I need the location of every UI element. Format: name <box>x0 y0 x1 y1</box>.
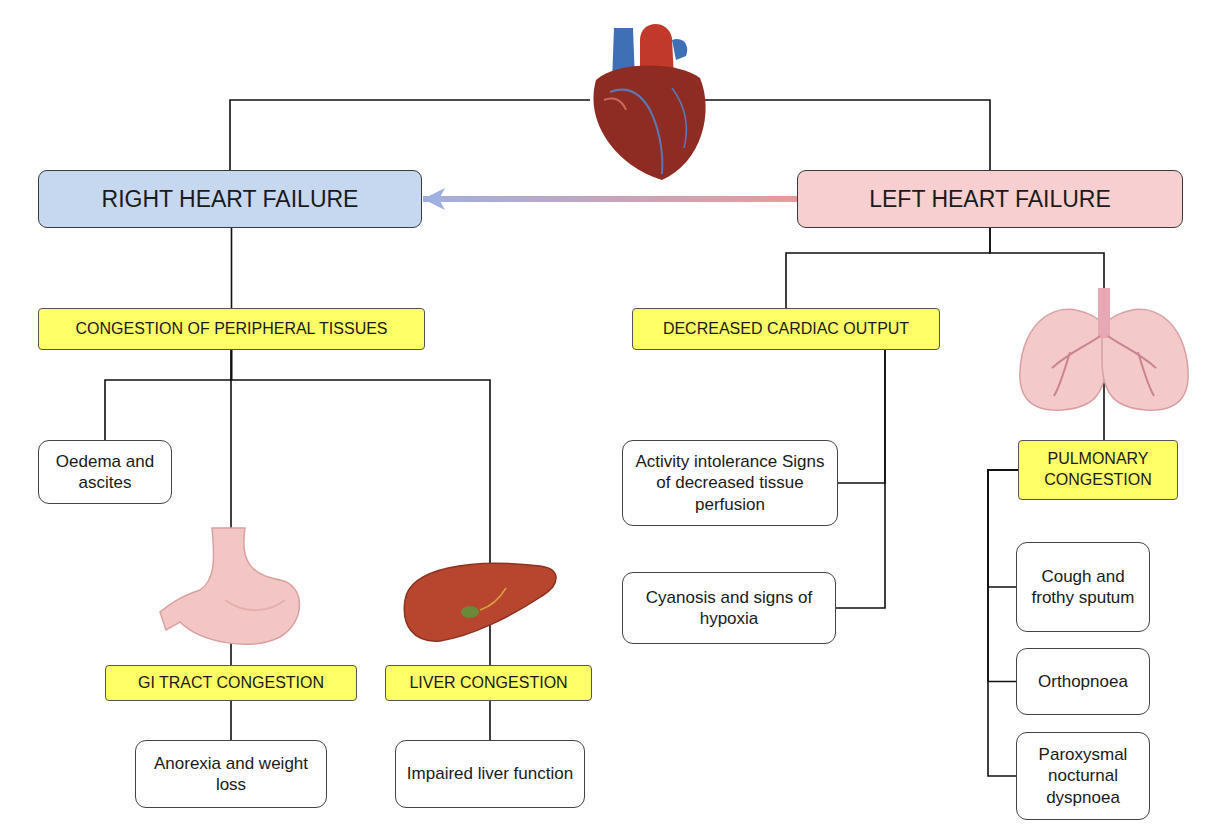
stomach-illustration <box>160 528 300 644</box>
node-label: Paroxysmal nocturnal dyspnoea <box>1025 744 1141 808</box>
category-box: DECREASED CARDIAC OUTPUT <box>632 308 940 350</box>
connector-line <box>230 701 232 740</box>
stomach <box>160 528 300 644</box>
coronary-vessel <box>610 90 662 174</box>
connector-line <box>836 350 885 608</box>
connector-line <box>231 228 233 308</box>
pulmonary-artery <box>672 39 687 60</box>
coronary-vessel <box>672 88 686 148</box>
connector-line <box>988 470 1018 587</box>
category-box: GI TRACT CONGESTION <box>105 665 357 701</box>
category-box: CONGESTION OF PERIPHERAL TISSUES <box>38 308 425 350</box>
node-label: Anorexia and weight loss <box>144 753 318 796</box>
gallbladder <box>461 606 479 618</box>
symptom-box: Anorexia and weight loss <box>135 740 327 808</box>
connector-line <box>489 701 491 740</box>
heart-illustration <box>593 24 705 180</box>
node-label: LIVER CONGESTION <box>409 674 567 692</box>
node-label: GI TRACT CONGESTION <box>138 674 324 692</box>
node-label: Activity intolerance Signs of decreased … <box>631 451 829 515</box>
node-label: Oedema and ascites <box>47 451 163 494</box>
failure-box: LEFT HEART FAILURE <box>797 170 1183 228</box>
node-label: Cyanosis and signs of hypoxia <box>631 587 827 630</box>
trachea <box>1098 288 1110 338</box>
symptom-box: Cough and frothy sputum <box>1016 542 1150 632</box>
bronchi <box>1052 336 1156 396</box>
node-label: PULMONARY CONGESTION <box>1029 449 1167 491</box>
connector-line <box>105 350 232 440</box>
node-label: CONGESTION OF PERIPHERAL TISSUES <box>75 320 387 338</box>
symptom-box: Oedema and ascites <box>38 440 172 504</box>
symptom-box: Cyanosis and signs of hypoxia <box>622 572 836 644</box>
stomach-highlight <box>225 600 285 610</box>
connector-line <box>838 350 885 483</box>
liver-illustration <box>404 563 556 641</box>
progression-arrow <box>423 196 797 202</box>
symptom-box: Orthopnoea <box>1016 648 1150 715</box>
node-label: RIGHT HEART FAILURE <box>102 186 359 213</box>
heart-bracket-line <box>702 100 990 170</box>
symptom-box: Paroxysmal nocturnal dyspnoea <box>1016 732 1150 820</box>
bile-duct <box>480 588 506 610</box>
node-label: LEFT HEART FAILURE <box>869 186 1111 213</box>
connector-line <box>988 470 1018 776</box>
node-label: Impaired liver function <box>407 763 573 784</box>
node-label: Orthopnoea <box>1038 671 1128 692</box>
category-box: LIVER CONGESTION <box>385 665 592 701</box>
lungs-illustration <box>1020 288 1188 410</box>
heart-highlight <box>604 98 626 110</box>
symptom-box: Activity intolerance Signs of decreased … <box>622 440 838 526</box>
node-label: Cough and frothy sputum <box>1025 566 1141 609</box>
liver <box>404 563 556 641</box>
connector-line <box>786 228 990 308</box>
heart-body <box>593 66 705 181</box>
symptom-box: Impaired liver function <box>395 740 585 808</box>
connector-line <box>988 470 1018 682</box>
failure-box: RIGHT HEART FAILURE <box>38 170 422 228</box>
node-label: DECREASED CARDIAC OUTPUT <box>663 320 909 338</box>
heart-bracket-line <box>230 100 590 170</box>
category-box: PULMONARY CONGESTION <box>1018 440 1178 500</box>
